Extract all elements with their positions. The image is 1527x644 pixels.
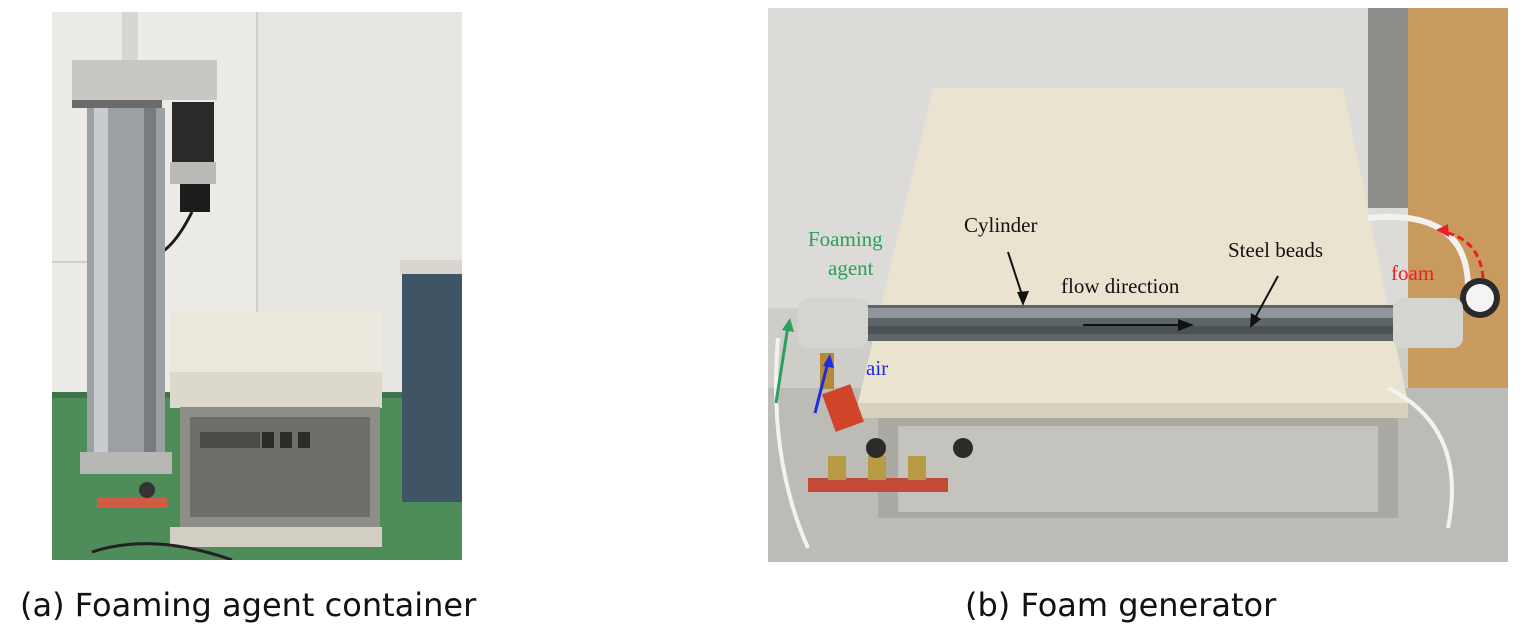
label-flow-direction: flow direction bbox=[1061, 274, 1180, 298]
label-steel-beads: Steel beads bbox=[1228, 238, 1324, 262]
generator-photo-illustration bbox=[768, 8, 1508, 562]
label-foam: foam bbox=[1391, 261, 1435, 285]
annotation-arrows bbox=[774, 224, 1485, 414]
photo-foam-generator: Cylinder Steel beads flow direction Foam… bbox=[768, 8, 1508, 562]
caption-panel-b: (b) Foam generator bbox=[965, 586, 1277, 624]
label-foaming-agent-line2: agent bbox=[828, 256, 874, 280]
photo-foaming-agent-container bbox=[52, 12, 462, 560]
label-foaming-agent-line1: Foaming bbox=[808, 227, 883, 251]
label-cylinder: Cylinder bbox=[964, 213, 1038, 237]
label-air: air bbox=[866, 356, 889, 380]
caption-panel-a: (a) Foaming agent container bbox=[20, 586, 477, 624]
container-photo-illustration bbox=[52, 12, 462, 560]
